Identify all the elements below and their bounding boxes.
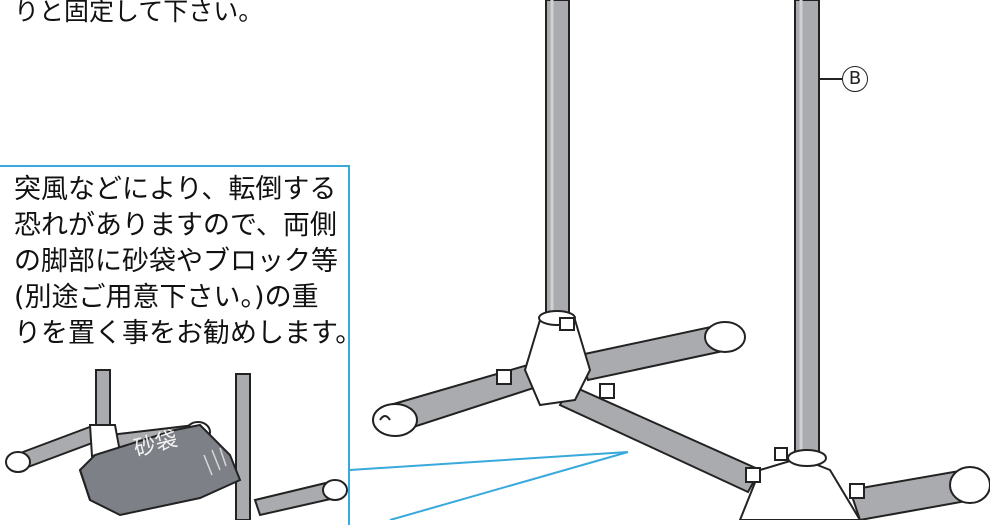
pole-left [545,0,570,321]
callout-line: の脚部に砂袋やブロック等 [14,246,338,277]
base-right [738,447,990,520]
callout-line: 恐れがありますので、両側 [14,210,337,241]
callout-line: りを置く事をお勧めします。 [14,318,363,349]
base-arm-long [558,383,762,494]
part-label-b: B [842,66,868,92]
sandbag-icon [78,423,242,517]
callout-line: (別途ご用意下さい。)の重 [14,282,319,313]
warning-callout-text: 突風などにより、転倒する 恐れがありますので、両側 の脚部に砂袋やブロック等 (… [14,172,363,352]
joint-left [496,310,615,407]
warning-callout-box [0,165,350,525]
callout-line: 突風などにより、転倒する [14,174,337,205]
pole-right [794,0,820,461]
callout-leader-lines [349,451,629,520]
instruction-text-top: りと固定して下さい。 [14,0,264,26]
base-arm-right-upper [578,321,746,382]
